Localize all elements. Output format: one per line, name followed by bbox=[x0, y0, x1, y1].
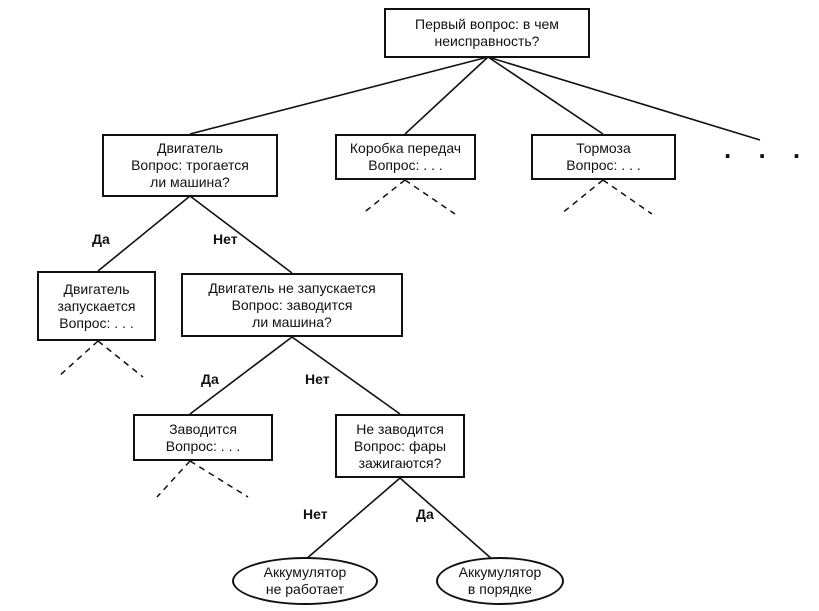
edge-notstart-no bbox=[291, 336, 401, 415]
more-branches-ellipsis: . . . bbox=[724, 134, 811, 164]
edge-label-no: Нет bbox=[305, 371, 330, 387]
node-not-starts: Не заводится Вопрос: фары зажигаются? bbox=[335, 414, 465, 478]
dashed-starts-right bbox=[189, 460, 249, 498]
node-battery-bad: Аккумулятор не работает bbox=[232, 557, 378, 605]
edge-label-yes: Да bbox=[416, 506, 434, 522]
node-engine-starts: Двигатель запускается Вопрос: . . . bbox=[37, 271, 156, 341]
node-starts: Заводится Вопрос: . . . bbox=[133, 414, 273, 461]
edge-root-more bbox=[487, 56, 761, 141]
node-engine: Двигатель Вопрос: трогается ли машина? bbox=[102, 134, 278, 197]
node-engine-not-start: Двигатель не запускается Вопрос: заводит… bbox=[181, 273, 403, 337]
edge-label-yes: Да bbox=[201, 371, 219, 387]
node-brakes: Тормоза Вопрос: . . . bbox=[531, 134, 676, 180]
edge-notstarts-yes bbox=[399, 477, 494, 561]
edge-engine-yes bbox=[97, 195, 191, 272]
edge-label-yes: Да bbox=[92, 231, 110, 247]
dashed-enginestarts-left bbox=[57, 340, 99, 378]
edge-engine-no bbox=[189, 195, 293, 274]
edge-notstart-yes bbox=[189, 336, 293, 415]
dashed-gearbox-right bbox=[404, 179, 456, 215]
dashed-gearbox-left bbox=[361, 179, 406, 215]
dashed-enginestarts-right bbox=[97, 340, 144, 378]
edge-label-no: Нет bbox=[213, 231, 238, 247]
node-root: Первый вопрос: в чем неисправность? bbox=[384, 8, 590, 58]
dashed-brakes-right bbox=[602, 179, 653, 215]
edge-label-no: Нет bbox=[303, 506, 328, 522]
edge-root-brakes bbox=[487, 56, 604, 135]
node-gearbox: Коробка передач Вопрос: . . . bbox=[335, 134, 476, 180]
dashed-brakes-left bbox=[560, 179, 604, 215]
node-battery-ok: Аккумулятор в порядке bbox=[436, 557, 564, 605]
edge-notstarts-no bbox=[304, 477, 401, 561]
edge-root-engine bbox=[189, 56, 489, 135]
edge-root-gearbox bbox=[404, 56, 489, 135]
dashed-starts-left bbox=[156, 460, 191, 498]
